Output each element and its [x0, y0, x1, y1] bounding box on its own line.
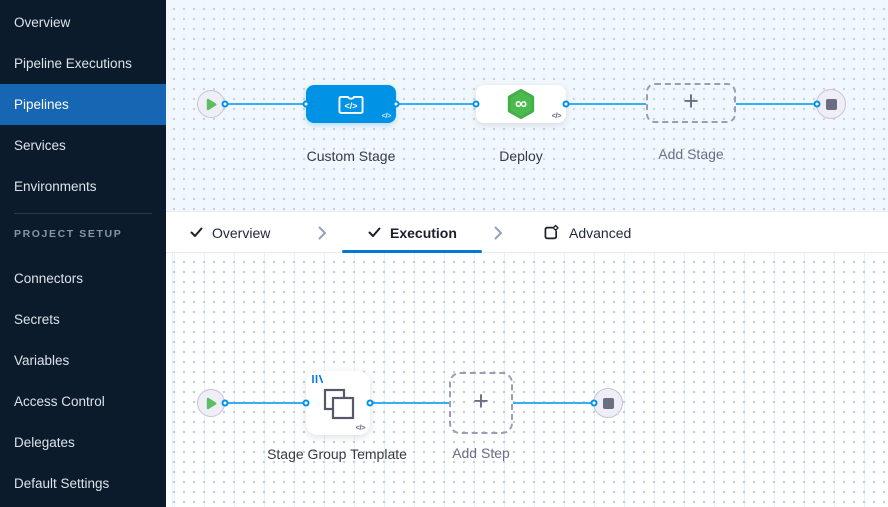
sidebar-item-services[interactable]: Services [14, 138, 66, 153]
stop-icon [602, 397, 614, 409]
template-badge-icon [312, 374, 324, 384]
stage-label-add-stage: Add Stage [658, 146, 724, 162]
stage-node-deploy[interactable]: ∞ </> [476, 85, 566, 123]
sidebar-item-pipelines[interactable]: Pipelines [0, 84, 166, 125]
tab-label: Execution [390, 224, 457, 241]
sidebar-item-connectors[interactable]: Connectors [14, 271, 84, 286]
tab-label: Overview [212, 224, 271, 241]
stop-icon [825, 98, 837, 110]
step-label-stage-group-template: Stage Group Template [267, 446, 407, 462]
port-end-in[interactable] [813, 100, 821, 108]
edge-add-step-to-end [513, 402, 594, 404]
stage-node-custom-stage[interactable]: </> </> [306, 85, 396, 123]
pipeline-tab-bar: Overview Execution [166, 211, 888, 253]
stage-label-custom-stage: Custom Stage [306, 148, 396, 164]
step-node-stage-group-template[interactable]: </> [306, 371, 370, 435]
yaml-code-marker[interactable]: </> [381, 111, 392, 120]
edge-custom-stage-to-deploy [396, 103, 476, 105]
check-icon [190, 227, 203, 237]
edge-deploy-to-add-stage [566, 103, 646, 105]
port-stage-group-out[interactable] [366, 399, 374, 407]
tab-overview[interactable]: Overview [190, 212, 270, 253]
step-label-add-step: Add Step [452, 445, 510, 461]
plus-icon: + [683, 86, 699, 116]
chevron-right-icon [318, 226, 326, 240]
port-deploy-out[interactable] [562, 100, 570, 108]
edge-stage-group-to-add-step [370, 402, 449, 404]
port-custom-stage-in[interactable] [302, 100, 310, 108]
yaml-code-marker[interactable]: </> [355, 423, 366, 432]
stage-group-icon [323, 388, 355, 420]
edge-add-stage-to-end [736, 103, 817, 105]
sidebar-item-default-settings[interactable]: Default Settings [14, 476, 110, 491]
sidebar-section-project-setup: PROJECT SETUP [14, 228, 123, 240]
deploy-cd-icon [507, 88, 535, 120]
stage-label-deploy: Deploy [499, 148, 543, 164]
play-icon [206, 397, 217, 409]
tab-label: Advanced [569, 224, 632, 241]
edge-start-to-stage-group [225, 402, 306, 404]
sidebar-item-overview[interactable]: Overview [14, 15, 71, 30]
chevron-right-icon [494, 226, 502, 240]
add-stage-button[interactable]: + [646, 83, 736, 123]
pipeline-end-node [816, 89, 846, 119]
edge-start-to-custom-stage [225, 103, 306, 105]
sidebar-item-access-control[interactable]: Access Control [14, 394, 105, 409]
sidebar: Overview Pipeline Executions Pipelines S… [0, 0, 166, 507]
add-step-button[interactable]: + [449, 372, 513, 434]
port-start-out[interactable] [221, 100, 229, 108]
execution-canvas[interactable]: </> + Stage Group Template Add Step [166, 253, 888, 507]
infinity-glyph: ∞ [514, 94, 528, 113]
main-area: </> </> ∞ </> + [166, 0, 888, 507]
sidebar-divider [14, 213, 152, 214]
sidebar-item-secrets[interactable]: Secrets [14, 312, 60, 327]
check-icon [368, 227, 381, 237]
port-custom-stage-out[interactable] [392, 100, 400, 108]
tab-advanced[interactable]: Advanced [542, 212, 631, 253]
advanced-icon [544, 224, 559, 239]
active-tab-underline [342, 250, 482, 253]
stage-canvas[interactable]: </> </> ∞ </> + [166, 0, 888, 211]
sidebar-item-environments[interactable]: Environments [14, 179, 97, 194]
port-start-out[interactable] [221, 399, 229, 407]
tab-execution[interactable]: Execution [368, 212, 457, 253]
port-end-in[interactable] [590, 399, 598, 407]
plus-icon: + [473, 386, 489, 416]
sidebar-item-delegates[interactable]: Delegates [14, 435, 75, 450]
custom-stage-icon [338, 95, 364, 114]
sidebar-item-pipeline-executions[interactable]: Pipeline Executions [14, 56, 132, 71]
port-stage-group-in[interactable] [302, 399, 310, 407]
yaml-code-marker[interactable]: </> [551, 111, 562, 120]
port-deploy-in[interactable] [472, 100, 480, 108]
execution-end-node [593, 388, 623, 418]
play-icon [206, 98, 217, 110]
sidebar-item-variables[interactable]: Variables [14, 353, 70, 368]
pipeline-start-node [197, 90, 225, 118]
code-glyph: </> [344, 100, 358, 111]
